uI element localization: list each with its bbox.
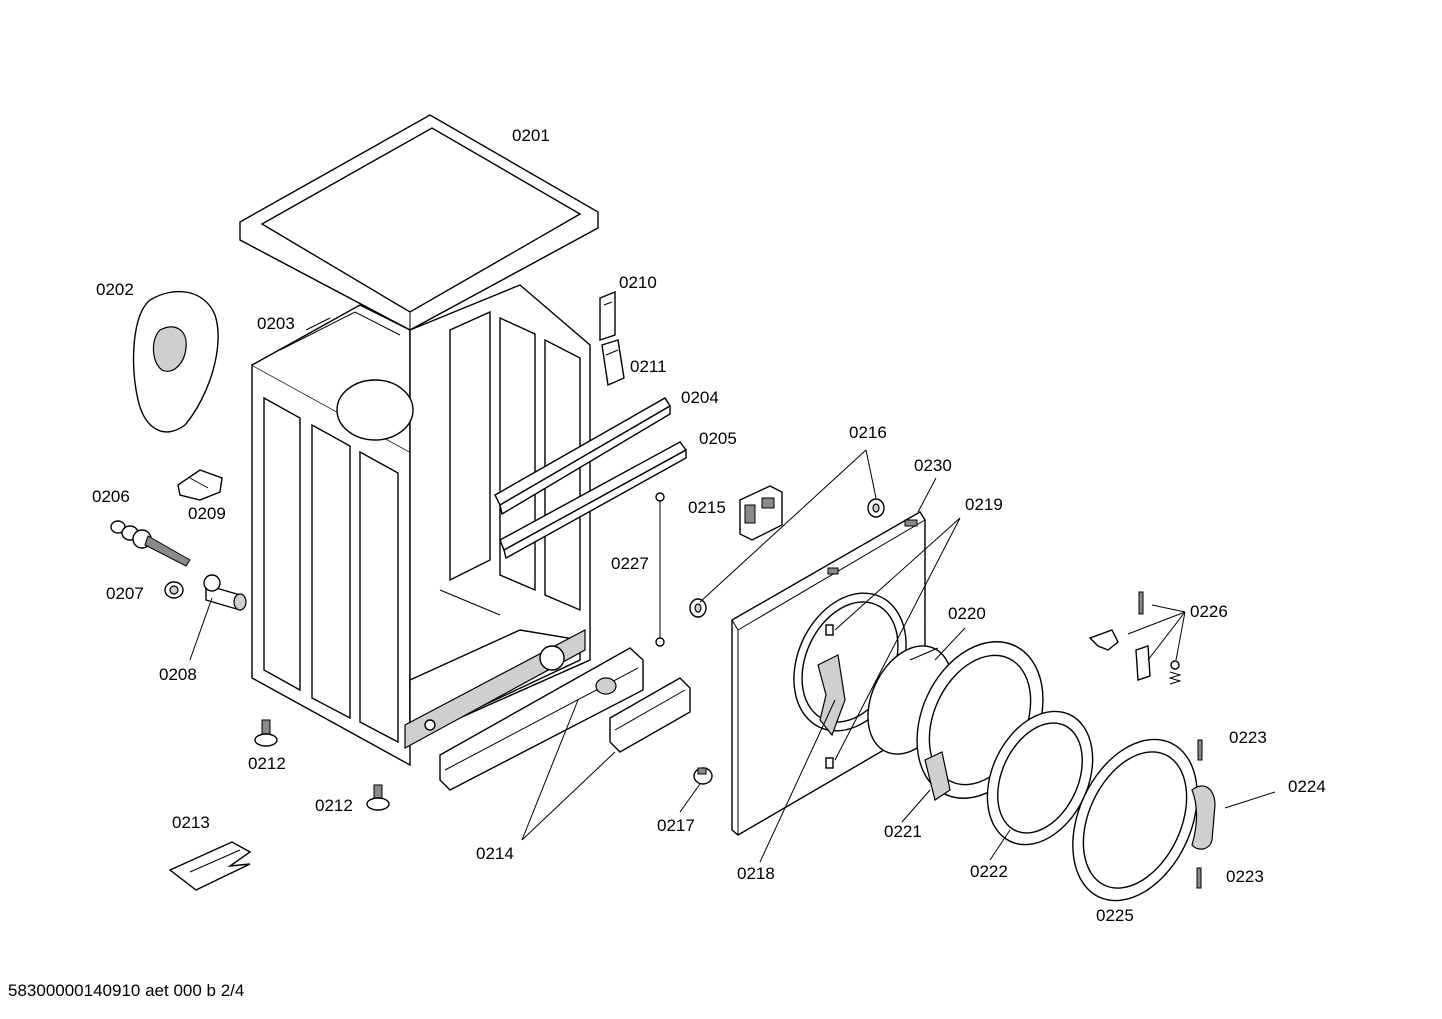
label-0209: 0209 [188, 504, 226, 523]
part-door-ring-0225 [1072, 738, 1198, 902]
part-pin-0223b [1196, 867, 1202, 889]
label-0207: 0207 [106, 584, 144, 603]
label-0215: 0215 [688, 498, 726, 517]
label-0226: 0226 [1190, 602, 1228, 621]
part-clip-0216b [867, 498, 885, 518]
label-0222: 0222 [970, 862, 1008, 881]
label-0202: 0202 [96, 280, 134, 299]
label-0204: 0204 [681, 388, 719, 407]
part-door-frame-0221 [916, 641, 1044, 801]
part-handle-0224 [1191, 785, 1216, 850]
part-clip-0209 [177, 469, 223, 501]
label-0212b: 0212 [315, 796, 353, 815]
part-cap-0207 [164, 581, 184, 599]
label-0223b: 0223 [1226, 867, 1264, 886]
part-pin-0223a [1197, 739, 1203, 761]
label-0206: 0206 [92, 487, 130, 506]
part-rear-cover [132, 290, 219, 433]
label-0211: 0211 [630, 357, 667, 376]
label-0224: 0224 [1288, 777, 1326, 796]
label-0221: 0221 [884, 822, 922, 841]
part-rail-0205 [499, 441, 688, 560]
part-bracket-0211 [601, 339, 625, 387]
drawing-reference-number: 58300000140910 aet 000 b 2/4 [8, 981, 245, 1000]
label-0203: 0203 [257, 314, 295, 333]
part-bracket-0213 [168, 841, 252, 891]
label-0210: 0210 [619, 273, 657, 292]
part-hinge-0226 [1088, 591, 1182, 685]
label-0217: 0217 [657, 816, 695, 835]
label-0219: 0219 [965, 495, 1003, 514]
part-foot-0212b [366, 784, 390, 811]
part-rod-0227 [655, 492, 665, 647]
part-clip-0216a [689, 598, 707, 618]
part-knob-0217 [693, 767, 713, 785]
part-door-glass-0222 [986, 710, 1094, 846]
label-0208: 0208 [159, 665, 197, 684]
label-0216: 0216 [849, 423, 887, 442]
part-bushing-0208 [203, 574, 247, 611]
label-0227: 0227 [611, 554, 649, 573]
label-0205: 0205 [699, 429, 737, 448]
part-bracket-0210 [599, 290, 616, 341]
part-cabinet [251, 284, 591, 767]
part-worktop [239, 114, 599, 331]
label-0212a: 0212 [248, 754, 286, 773]
label-0201: 0201 [512, 126, 550, 145]
label-0214: 0214 [476, 844, 514, 863]
part-foot-0212a [254, 719, 278, 747]
leader-lines [189, 317, 1276, 863]
label-0213: 0213 [172, 813, 210, 832]
label-0218: 0218 [737, 864, 775, 883]
label-0223a: 0223 [1229, 728, 1267, 747]
part-screw-assembly [110, 520, 191, 567]
part-front-plinth [439, 647, 644, 791]
label-0230: 0230 [914, 456, 952, 475]
part-module-0215 [739, 485, 783, 541]
part-rail-0204 [494, 397, 671, 516]
part-labels: 0201 0202 0203 0204 0205 0206 0207 0208 … [92, 126, 1326, 925]
part-front-flap [609, 677, 691, 753]
label-0220: 0220 [948, 604, 986, 623]
label-0225: 0225 [1096, 906, 1134, 925]
